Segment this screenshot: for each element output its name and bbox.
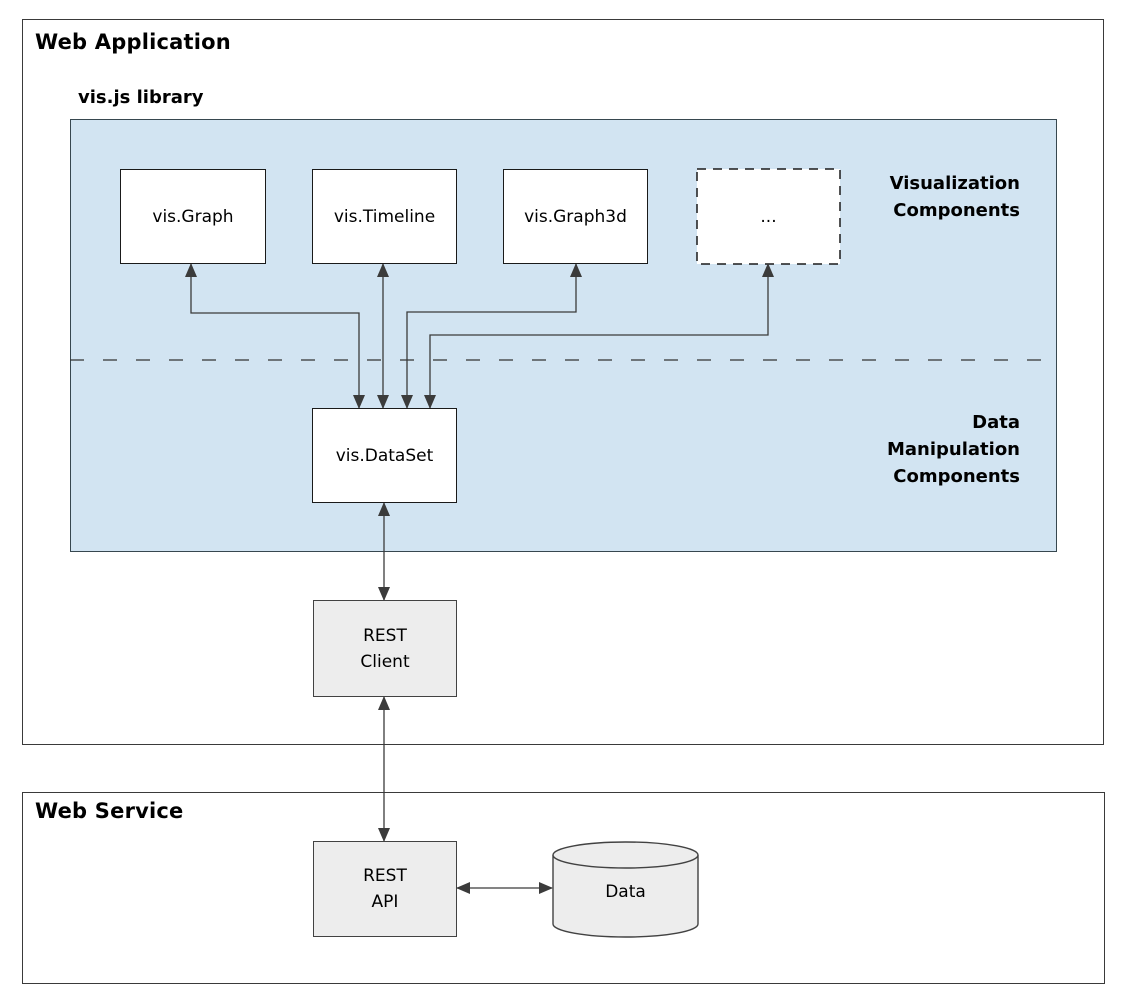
dataset-label: vis.DataSet xyxy=(335,445,434,466)
rest-api-box: REST API xyxy=(313,841,457,937)
component-box-vis-timeline: vis.Timeline xyxy=(312,169,457,264)
data-manipulation-label-line2: Manipulation xyxy=(886,439,1020,460)
dataset-box: vis.DataSet xyxy=(312,408,457,503)
component-box-vis-graph3d: vis.Graph3d xyxy=(503,169,648,264)
data-store-label: Data xyxy=(605,882,646,902)
rest-api-label-line1: REST xyxy=(363,866,407,886)
placeholder-ellipsis-label: ... xyxy=(760,206,777,227)
data-manipulation-components-label: Data Manipulation Components xyxy=(887,409,1020,490)
database-cylinder-body xyxy=(552,855,699,938)
component-box-placeholder: ... xyxy=(697,169,840,264)
data-manipulation-label-line1: Data xyxy=(972,412,1020,433)
data-manipulation-label-line3: Components xyxy=(893,466,1020,487)
vis-library-title: vis.js library xyxy=(78,87,204,108)
visualization-components-label: Visualization Components xyxy=(890,170,1020,224)
connector-placeholder-dataset xyxy=(424,263,774,409)
vis-timeline-label: vis.Timeline xyxy=(333,206,436,227)
web-service-title: Web Service xyxy=(35,799,184,823)
data-store-label-container: Data xyxy=(553,862,698,922)
visualization-label-line1: Visualization xyxy=(889,173,1020,194)
rest-client-label-line2: Client xyxy=(360,651,410,672)
web-application-title: Web Application xyxy=(35,30,231,54)
rest-client-box: REST Client xyxy=(313,600,457,697)
vis-graph-label: vis.Graph xyxy=(152,206,234,227)
placeholder-component-box xyxy=(696,168,841,265)
connector-graph3d-dataset xyxy=(401,263,582,409)
rest-client-label-line1: REST xyxy=(363,625,407,646)
vis-graph3d-label: vis.Graph3d xyxy=(524,206,627,227)
component-box-vis-graph: vis.Graph xyxy=(120,169,266,264)
rest-api-label-line2: API xyxy=(371,892,399,912)
connector-graph-dataset xyxy=(185,263,365,409)
database-cylinder-top xyxy=(552,841,699,869)
visualization-label-line2: Components xyxy=(893,200,1020,221)
